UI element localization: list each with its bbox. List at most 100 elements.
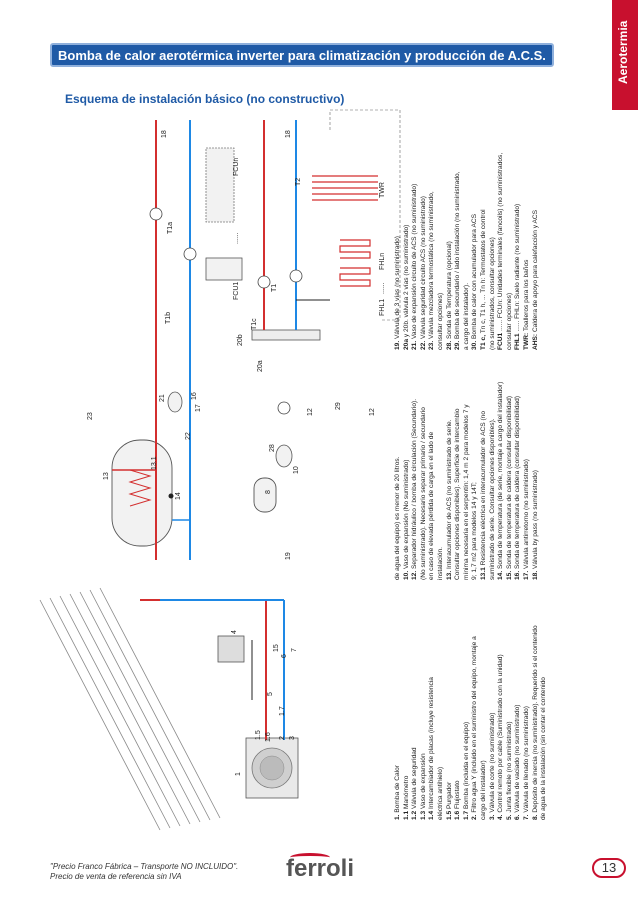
legend-row: 13.1 Resistencia eléctrica en interacumu… (479, 411, 487, 580)
legend-row: de agua de la instalación (sin contar el… (540, 677, 548, 820)
legend-column-3: 19. Válvula de 3 vías (no suministrado) … (394, 135, 540, 350)
label-t1a: T1a (167, 222, 174, 234)
legend-row: 30. Bomba de calor con acumulador para A… (471, 213, 479, 350)
legend-row: mínima necesaria en el serpentín: 1,4 m … (462, 404, 470, 580)
legend-row: Consultar opciones disponibles). Superfi… (454, 408, 462, 580)
label-17: 17 (195, 404, 202, 412)
page-number: 13 (592, 858, 626, 878)
legend-column-2: de agua del equipo) es menor de 20 litro… (394, 355, 540, 580)
label-twr: TWR (379, 182, 386, 198)
legend-row: 13. Interacumulador de ACS (no suministr… (445, 419, 453, 580)
heat-pump-unit (245, 737, 299, 799)
label-fhl1: FHL1 (379, 299, 386, 316)
legend-row: AHS: Caldera de apoyo para calefacción y… (531, 209, 539, 350)
legend-row: (No suministrado). Necesario separar pri… (419, 407, 427, 580)
legend-row: 1. Bomba de Calor (394, 765, 401, 820)
legend-row: 6. Válvula de vaciado (no suministrado) (514, 704, 522, 820)
label-20a: 20a (257, 360, 264, 372)
label-5: 5 (267, 692, 274, 696)
legend-row: 20a y 20b. válvula 2 vías (no suministra… (402, 224, 410, 350)
legend-row: suministrado de serie. Consultar opcione… (488, 418, 496, 580)
label-dots-fhl: ...... (379, 282, 386, 294)
label-1-6: 1.6 (265, 732, 272, 742)
label-dots-fcu: ...... (233, 232, 240, 244)
title-bar: Bomba de calor aerotérmica inverter para… (50, 43, 554, 67)
label-12b: 12 (369, 408, 376, 416)
fancoil-fcun (205, 147, 235, 223)
legend-row: 1.7 Bomba (incluida en el equipo) (462, 721, 470, 820)
legend-row: a cargo del instalador). (462, 282, 470, 350)
price-note: "Precio Franco Fábrica – Transporte NO I… (50, 862, 238, 882)
hydraulic-separator (251, 329, 321, 341)
label-t1c: T1c (251, 318, 258, 330)
label-20b: 20b (237, 334, 244, 346)
legend-row: cargo del instalador) (479, 760, 487, 820)
legend-row: 14. Sonda de temperatura (de serie, mont… (497, 381, 505, 580)
legend-row: consultar opciones) (436, 292, 444, 350)
legend-row: FCU1 ...... FCUn: Unidades terminales (f… (497, 152, 505, 350)
legend-row: 3. Válvula de corte (no suministrado) (488, 712, 496, 820)
legend-row: FHL1 ...... FHLn: Suelo radiante (no sum… (514, 203, 522, 350)
buffer-tank (253, 477, 277, 513)
legend-row: 2. Filtro agua Y (incluido en el suminis… (471, 636, 479, 820)
label-6: 6 (281, 654, 288, 658)
legend-row: 19. Válvula de 3 vías (no suministrado) (394, 235, 401, 350)
legend-row: 4. Control remoto por cable (Suministrad… (497, 654, 505, 820)
label-t1: T1 (271, 284, 278, 292)
label-14: 14 (175, 492, 182, 500)
floor-heating-loops (339, 239, 371, 287)
legend-column-1: 1. Bomba de Calor 1.1 Manómetro 1.2 Válv… (394, 585, 549, 820)
legend-row: instalación. (436, 547, 444, 580)
label-15: 15 (273, 644, 280, 652)
label-19: 19 (285, 552, 292, 560)
roof (39, 587, 221, 831)
label-10: 10 (293, 466, 300, 474)
legend-row: en caso de elevada pérdida de carga en e… (428, 431, 436, 580)
legend-row: 1.4 Intercambiador de placas (incluye re… (428, 677, 436, 820)
legend-row: 29. Bomba de secundario / lado instalaci… (454, 171, 462, 350)
brand-swoosh-icon (290, 853, 330, 862)
legend-row: 1.2 Válvula de seguridad (411, 747, 419, 820)
label-18b: 18 (285, 130, 292, 138)
legend-row: 9; 1,7 m2 para modelos 14 y 14T; (471, 482, 479, 580)
legend-row: eléctrica antihielo) (436, 766, 444, 820)
legend-row: 16. Sonda de temperatura de caldera (con… (514, 395, 522, 580)
legend-row: 23. Válvula mezcladora termostática (no … (428, 191, 436, 350)
price-note-line-1: "Precio Franco Fábrica – Transporte NO I… (50, 862, 239, 871)
label-4: 4 (231, 630, 238, 634)
remote-controller (217, 635, 245, 663)
label-16: 16 (191, 392, 198, 400)
label-7: 7 (291, 648, 298, 652)
legend-row: 17. Válvula antirretorno (no suministrad… (522, 459, 530, 580)
label-fcu1: FCU1 (233, 282, 240, 300)
legend-row: 7. Válvula de llenado (no suministrado) (522, 705, 530, 820)
label-1-5: 1.5 (255, 730, 262, 740)
legend-row: 28. Sonda de Temperatura (opcional) (445, 241, 453, 350)
expansion-vessel-10 (275, 444, 293, 468)
label-fcun: FCUn (233, 158, 240, 176)
legend-row: consultar opciones) (505, 292, 513, 350)
label-21: 21 (159, 394, 166, 402)
label-t1b: T1b (165, 312, 172, 324)
brand-logo: ferroli (286, 855, 355, 882)
legend-row: T1 c, Tn c, T1 h, ... Tn h: Termostatos … (479, 209, 487, 350)
legend-row: 8. Depósito de inercia (no suministrado)… (531, 625, 539, 820)
label-2: 2 (279, 736, 286, 740)
legend-row: 1.1 Manómetro (402, 775, 410, 820)
label-28: 28 (269, 444, 276, 452)
section-tab: Aerotermia (612, 0, 638, 110)
label-22: 22 (185, 432, 192, 440)
label-t2: T2 (295, 178, 302, 186)
legend-row: de agua del equipo) es menor de 20 litro… (394, 456, 401, 580)
legend-row: 5. Junta flexible (no suministrado) (505, 721, 513, 820)
fancoil-fcu1 (205, 257, 243, 281)
legend-row: 1.3 Vaso de expansión (419, 753, 427, 820)
legend-row: 10. Vaso de expansión (No suministrado) (402, 459, 410, 580)
price-note-line-2: Precio de venta de referencia sin IVA (50, 872, 182, 881)
label-13-1: 13.1 (151, 456, 158, 470)
legend-row: 12. Separador hidráulico / bomba de circ… (411, 398, 419, 580)
legend-row: 18. Válvula by pass (no suministrado) (531, 470, 539, 580)
label-fhln: FHLn (379, 253, 386, 270)
expansion-vessel-21 (167, 391, 183, 413)
